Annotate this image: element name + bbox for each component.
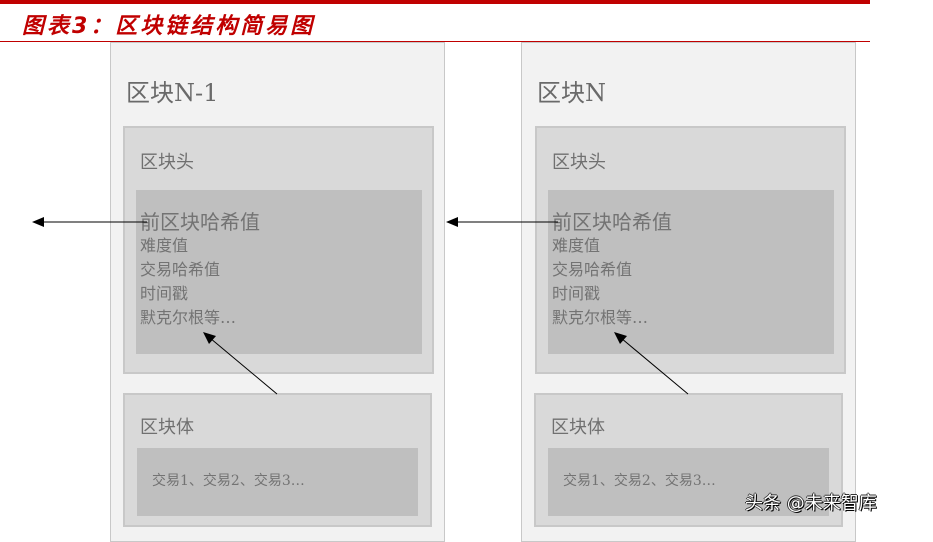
block-header: 区块头 前区块哈希值 难度值 交易哈希值 时间戳 默克尔根等… (123, 126, 434, 374)
tx-hash-field: 交易哈希值 (140, 260, 221, 279)
prev-hash-field: 前区块哈希值 (140, 210, 260, 234)
block-n: 区块N 区块头 前区块哈希值 难度值 交易哈希值 时间戳 默克尔根等… 区块体 … (521, 42, 856, 542)
block-label: 区块N-1 (126, 79, 219, 107)
block-body: 区块体 交易1、交易2、交易3… (534, 393, 843, 527)
difficulty-field: 难度值 (140, 236, 189, 255)
transactions-text: 交易1、交易2、交易3… (152, 473, 305, 489)
tx-hash-field: 交易哈希值 (552, 260, 633, 279)
prev-hash-field: 前区块哈希值 (552, 210, 672, 234)
timestamp-field: 时间戳 (552, 284, 601, 303)
block-header: 区块头 前区块哈希值 难度值 交易哈希值 时间戳 默克尔根等… (535, 126, 846, 374)
difficulty-field: 难度值 (552, 236, 601, 255)
transactions-area: 交易1、交易2、交易3… (548, 448, 829, 516)
block-body-label: 区块体 (140, 417, 194, 438)
block-body: 区块体 交易1、交易2、交易3… (123, 393, 432, 527)
block-header-label: 区块头 (140, 152, 194, 173)
header-fields: 前区块哈希值 难度值 交易哈希值 时间戳 默克尔根等… (136, 190, 422, 354)
title-bottom-rule (0, 41, 870, 42)
title-top-rule (0, 0, 870, 4)
transactions-area: 交易1、交易2、交易3… (137, 448, 418, 516)
merkle-root-field: 默克尔根等… (552, 308, 649, 327)
header-fields: 前区块哈希值 难度值 交易哈希值 时间戳 默克尔根等… (548, 190, 834, 354)
figure-title: 图表3：区块链结构简易图 (22, 14, 316, 39)
block-body-label: 区块体 (551, 417, 605, 438)
block-n-minus-1: 区块N-1 区块头 前区块哈希值 难度值 交易哈希值 时间戳 默克尔根等… 区块… (110, 42, 445, 542)
block-label: 区块N (537, 79, 606, 107)
merkle-root-field: 默克尔根等… (140, 308, 237, 327)
timestamp-field: 时间戳 (140, 284, 189, 303)
watermark: 头条 @未来智库 (745, 493, 877, 514)
block-header-label: 区块头 (552, 152, 606, 173)
transactions-text: 交易1、交易2、交易3… (563, 473, 716, 489)
